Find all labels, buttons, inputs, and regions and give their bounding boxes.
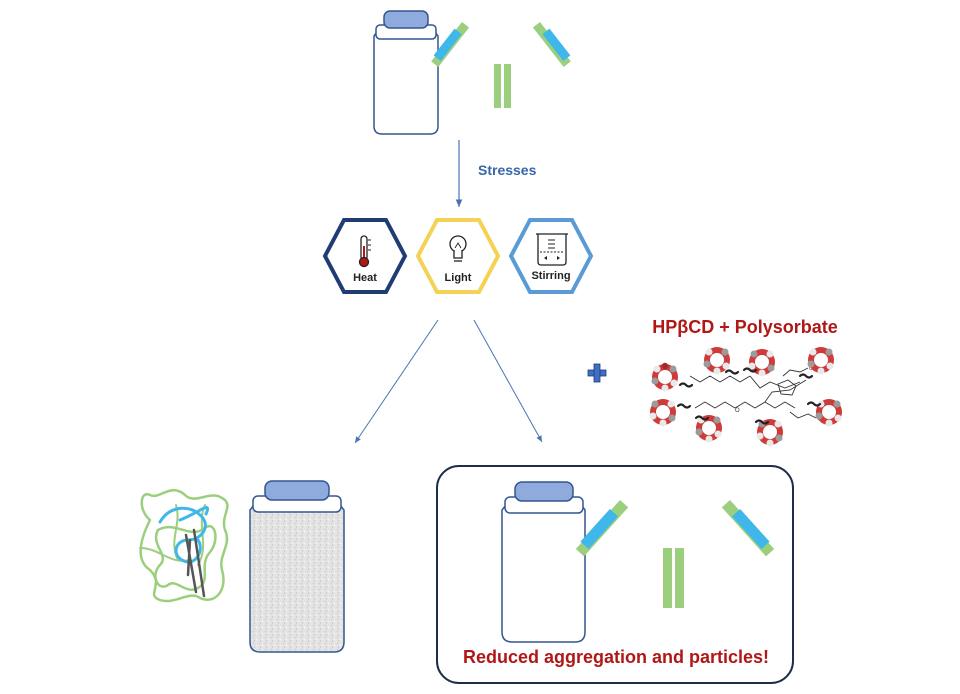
plus-icon <box>587 363 607 383</box>
heat-label: Heat <box>353 272 377 284</box>
arrow-to-aggregation <box>354 319 439 444</box>
vial-icon <box>373 10 439 135</box>
svg-text:O: O <box>735 408 740 414</box>
result-caption: Reduced aggregation and particles! <box>463 647 769 667</box>
result-vial-icon <box>501 481 586 643</box>
cyclodextrin-molecule-icon <box>649 347 842 447</box>
stirring-label: Stirring <box>531 270 570 282</box>
arrow-to-protected <box>473 319 543 443</box>
light-hexagon: Light <box>415 218 501 294</box>
light-label: Light <box>445 272 472 284</box>
excipients-title: HPβCD + Polysorbate <box>652 317 838 337</box>
antibody-icon <box>431 22 571 108</box>
stirring-hexagon: Stirring <box>508 218 594 294</box>
heat-hexagon: Heat <box>322 218 408 294</box>
thermometer-icon <box>358 235 371 268</box>
aggregated-vial-icon <box>249 480 345 653</box>
stresses-label: Stresses <box>478 162 537 178</box>
lightbulb-icon <box>449 235 467 262</box>
result-antibody-icon <box>575 500 775 608</box>
protein-aggregate-icon <box>139 488 229 603</box>
stirring-beaker-icon <box>536 233 568 266</box>
